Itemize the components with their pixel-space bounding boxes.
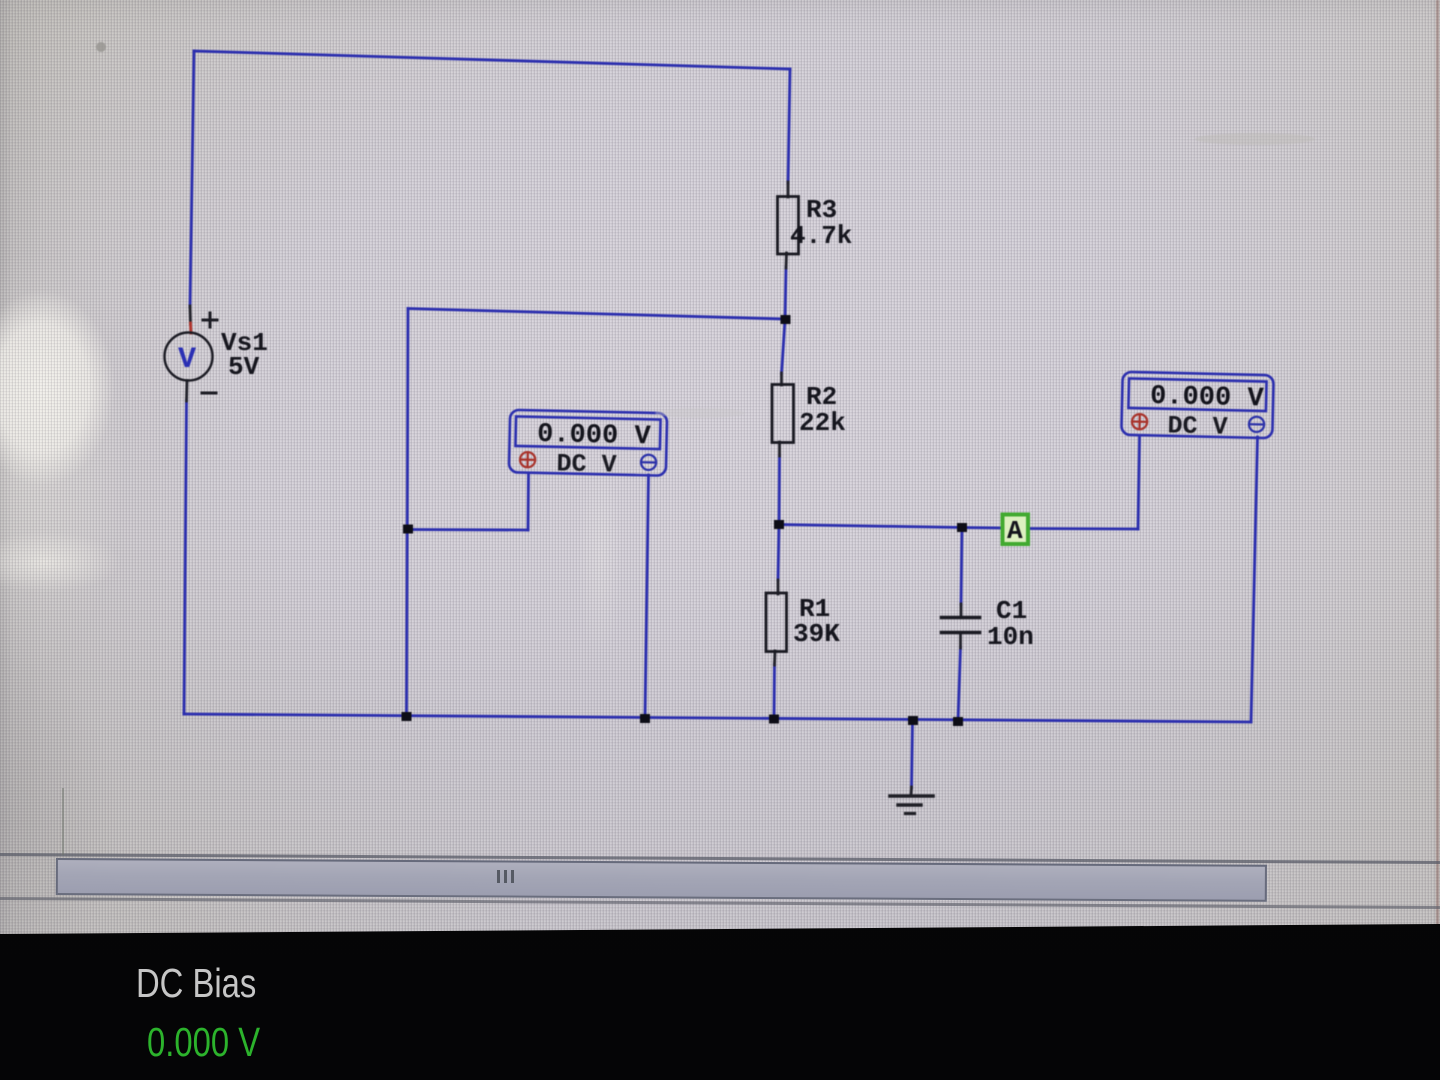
svg-text:DC V: DC V (1167, 411, 1228, 441)
svg-text:A: A (1007, 516, 1023, 546)
svg-text:0.000 V: 0.000 V (1150, 382, 1265, 415)
svg-text:R2: R2 (806, 382, 837, 412)
svg-text:R1: R1 (799, 594, 830, 624)
svg-text:4.7k: 4.7k (790, 221, 852, 251)
svg-text:R3: R3 (806, 195, 837, 225)
svg-text:22k: 22k (799, 408, 846, 438)
svg-text:10n: 10n (987, 622, 1034, 652)
svg-text:Vs1: Vs1 (221, 328, 268, 358)
svg-text:V: V (178, 343, 196, 377)
svg-text:DC V: DC V (556, 449, 617, 479)
svg-text:0.000 V: 0.000 V (537, 420, 652, 452)
svg-text:C1: C1 (996, 596, 1027, 626)
svg-text:5V: 5V (228, 352, 260, 382)
svg-text:39K: 39K (793, 619, 840, 649)
